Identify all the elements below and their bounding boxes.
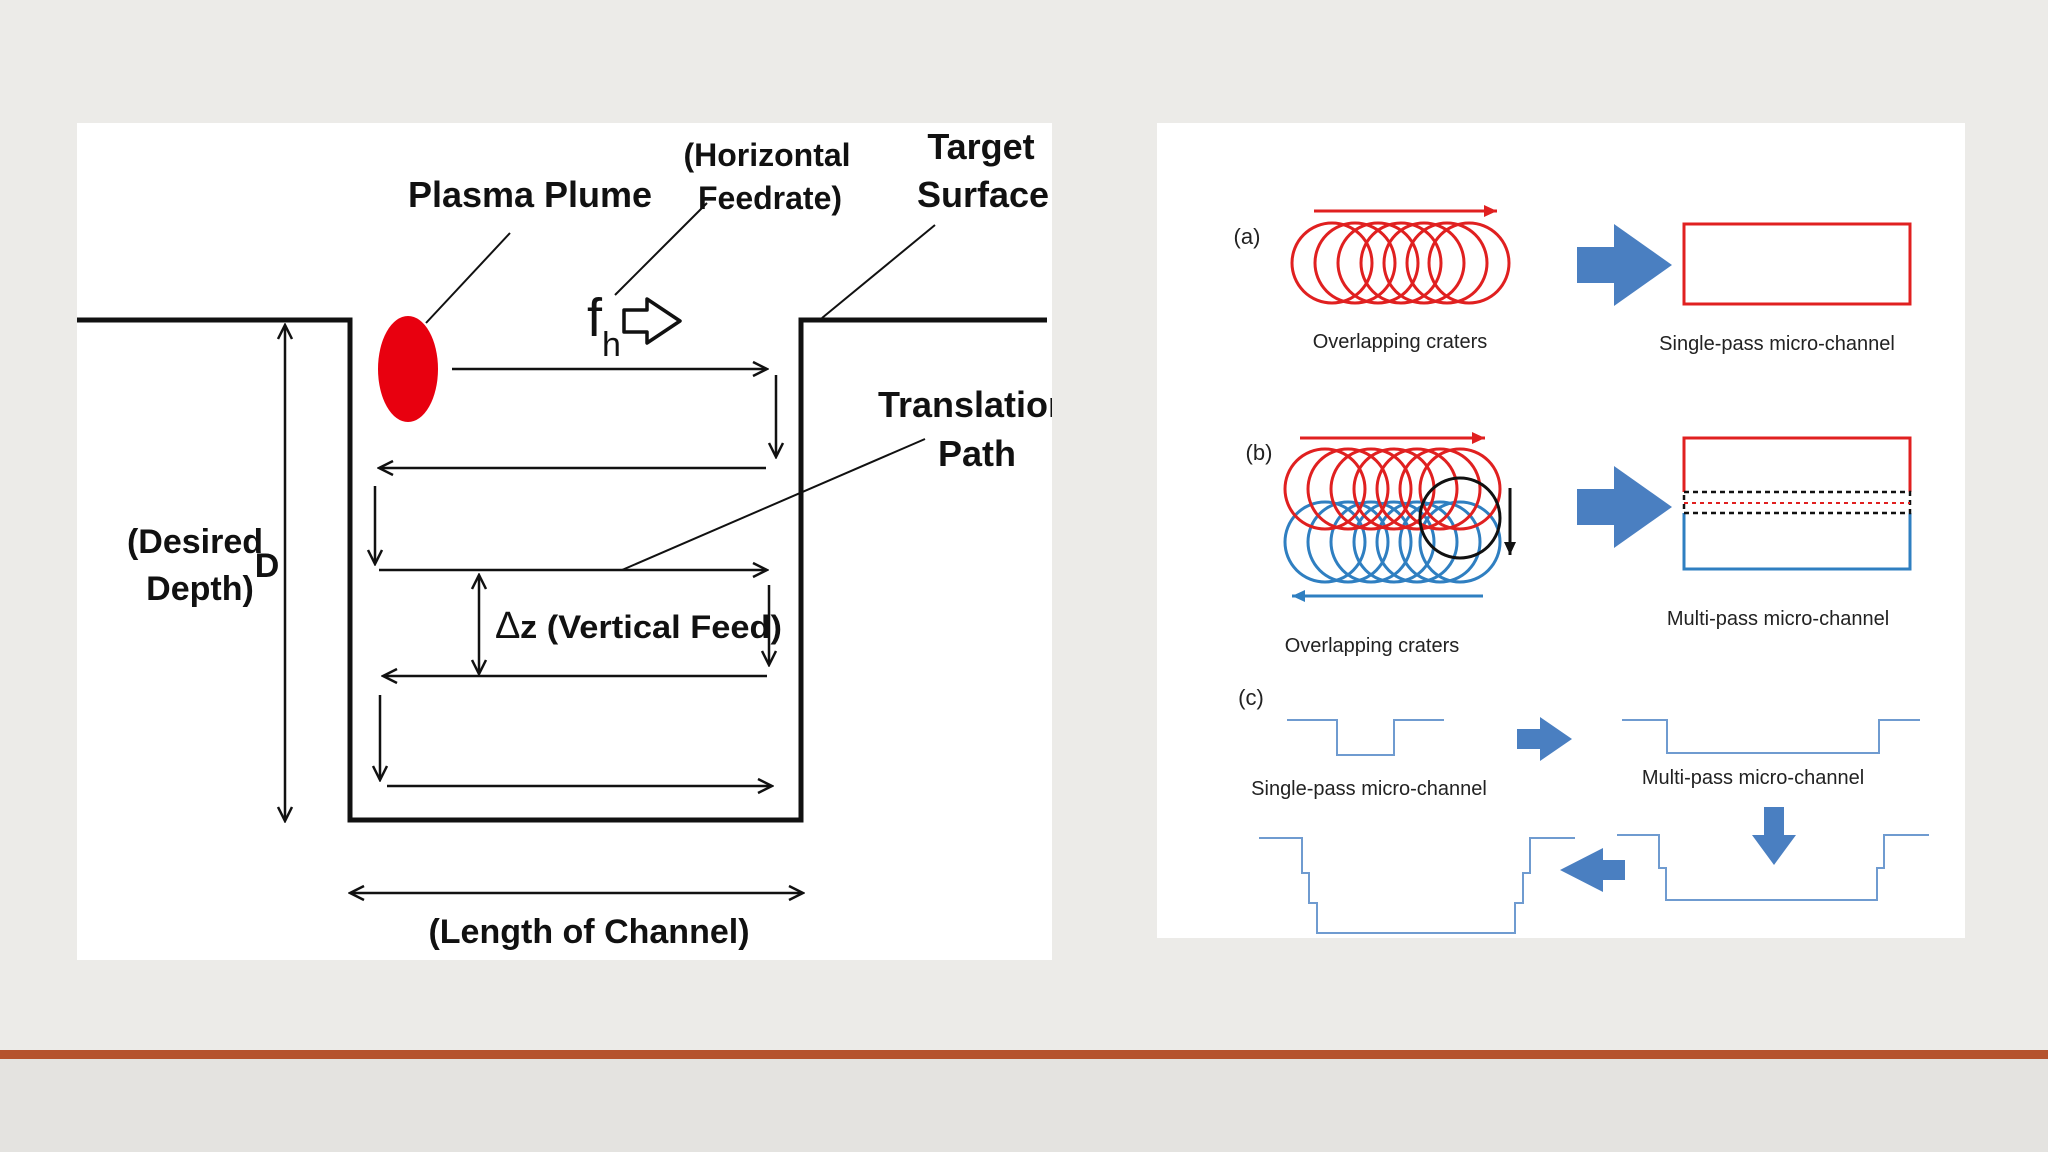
accent-divider [0, 1050, 2048, 1059]
a-single-pass-channel [1682, 222, 1912, 306]
section-c-label: (c) [1238, 685, 1264, 710]
b-craters-caption: Overlapping craters [1285, 635, 1460, 657]
vertical-feed-label: z (Vertical Feed) [520, 609, 782, 645]
footer-band [0, 1059, 2048, 1152]
channel-profile [77, 317, 1047, 823]
micro-channel-diagram: (a) Overlapping craters Single-pass micr… [1157, 123, 1965, 938]
c-final-profile [1259, 837, 1575, 934]
laser-channel-svg: Plasma Plume (Horizontal Feedrate) Targe… [77, 126, 1052, 951]
fh-subscript: h [602, 326, 621, 364]
fh-symbol: f [587, 288, 603, 348]
horizontal-feedrate-label-1: (Horizontal [683, 137, 850, 173]
c-deeper-multi-profile [1617, 834, 1929, 901]
target-surface-label-2: Surface [917, 174, 1049, 215]
a-transform-arrow-icon [1577, 224, 1672, 306]
desired-depth-label-1: (Desired [127, 523, 263, 561]
horizontal-feedrate-label-2: Feedrate) [698, 180, 842, 216]
translation-path-label-2: Path [938, 433, 1016, 474]
section-b-label: (b) [1246, 440, 1273, 465]
a-overlapping-craters [1290, 221, 1511, 305]
length-of-channel-label: (Length of Channel) [428, 913, 749, 951]
laser-channel-diagram: Plasma Plume (Horizontal Feedrate) Targe… [77, 123, 1052, 960]
plume-leader [425, 232, 511, 324]
b-channel-caption: Multi-pass micro-channel [1667, 608, 1889, 630]
section-a-label: (a) [1234, 224, 1261, 249]
b-highlight-circle [1418, 476, 1502, 560]
c-left-arrow-icon [1560, 848, 1625, 892]
a-craters-caption: Overlapping craters [1313, 331, 1488, 353]
c-multi-caption: Multi-pass micro-channel [1642, 767, 1864, 789]
desired-depth-label-2: Depth) [146, 570, 254, 608]
c-right-arrow-icon [1517, 717, 1572, 761]
plasma-plume-spot [378, 316, 438, 422]
plasma-plume-label: Plasma Plume [408, 174, 652, 215]
b-multi-pass-channel [1682, 436, 1912, 571]
feed-direction-arrow-icon [622, 297, 682, 345]
c-multi-pass-profile [1622, 719, 1920, 754]
depth-symbol: D [255, 547, 280, 585]
c-down-arrow-icon [1752, 807, 1796, 865]
target-leader [821, 224, 936, 319]
feedrate-leader [614, 202, 708, 296]
translation-path [375, 369, 776, 786]
target-surface-label-1: Target [927, 126, 1034, 167]
a-channel-caption: Single-pass micro-channel [1659, 333, 1895, 355]
c-single-pass-profile [1287, 719, 1444, 756]
c-single-caption: Single-pass micro-channel [1251, 778, 1487, 800]
b-blue-craters [1283, 500, 1502, 584]
b-transform-arrow-icon [1577, 466, 1672, 548]
translation-path-label-1: Translation [878, 384, 1052, 425]
delta-symbol: Δ [495, 605, 520, 647]
translation-leader [621, 438, 926, 571]
micro-channel-svg: (a) Overlapping craters Single-pass micr… [1234, 205, 1929, 934]
